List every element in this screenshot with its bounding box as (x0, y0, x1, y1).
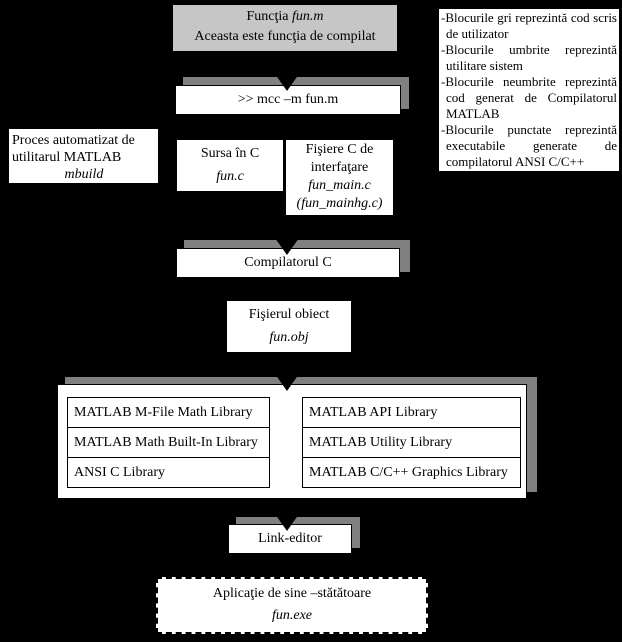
legend-item-dotted-blocks: -Blocurile punctate reprezintă executabi… (441, 122, 617, 169)
object-file-label: Fişierul obiect (248, 307, 330, 322)
function-file-name: fun.m (292, 9, 324, 24)
c-source-file-name: fun.c (216, 169, 244, 184)
library-table-right: MATLAB API Library MATLAB Utility Librar… (302, 397, 521, 488)
c-interface-file2-name: (fun_mainhg.c) (296, 196, 383, 211)
legend-panel: -Blocurile gri reprezintă cod scris de u… (438, 8, 620, 172)
legend-item-gray-blocks: -Blocurile gri reprezintă cod scris de u… (441, 10, 617, 41)
application-box: Aplicaţie de sine –stătătoare fun.exe (156, 577, 428, 634)
process-file-name: mbuild (64, 167, 104, 182)
c-interface-line1: Fişiere C de (305, 142, 374, 157)
c-interface-box: Fişiere C de interfaţare fun_main.c (fun… (285, 139, 394, 216)
application-file-name: fun.exe (271, 608, 313, 623)
process-line2: utilitarul MATLAB (12, 150, 122, 165)
function-title: Funcţia fun.m (246, 9, 324, 24)
function-box: Funcţia fun.m Aceasta este funcţia de co… (172, 4, 398, 52)
link-editor-label: Link-editor (258, 531, 322, 546)
mcc-command-label: >> mcc –m fun.m (237, 92, 339, 107)
c-compiler-label: Compilatorul C (244, 255, 332, 270)
library-cell: MATLAB M-File Math Library (67, 397, 270, 428)
application-label: Aplicaţie de sine –stătătoare (212, 586, 372, 601)
arrow-down-into-libraries-icon (275, 374, 299, 391)
library-cell: MATLAB Utility Library (302, 427, 521, 458)
object-file-name: fun.obj (269, 330, 309, 345)
arrow-down-into-mcc-icon (275, 74, 299, 91)
library-cell: MATLAB API Library (302, 397, 521, 428)
library-cell: MATLAB C/C++ Graphics Library (302, 457, 521, 488)
c-source-box: Sursa în C fun.c (176, 139, 284, 192)
process-box: Proces automatizat de utilitarul MATLAB … (8, 128, 159, 184)
legend-item-unshadowed-blocks: -Blocurile neumbrite reprezintă cod gene… (441, 74, 617, 121)
c-source-label: Sursa în C (200, 146, 260, 161)
object-file-box: Fişierul obiect fun.obj (226, 300, 352, 353)
arrow-down-into-compiler-icon (275, 238, 299, 255)
legend-item-shadowed-blocks: -Blocurile umbrite reprezintă utilitare … (441, 42, 617, 73)
library-table-left: MATLAB M-File Math Library MATLAB Math B… (67, 397, 270, 488)
c-interface-line2: interfaţare (310, 160, 369, 175)
library-cell: ANSI C Library (67, 457, 270, 488)
library-cell: MATLAB Math Built-In Library (67, 427, 270, 458)
c-interface-file1-name: fun_main.c (308, 178, 371, 193)
function-subtitle: Aceasta este funcţia de compilat (194, 29, 376, 44)
process-line1: Proces automatizat de (12, 133, 135, 148)
arrow-down-into-linker-icon (275, 514, 299, 531)
